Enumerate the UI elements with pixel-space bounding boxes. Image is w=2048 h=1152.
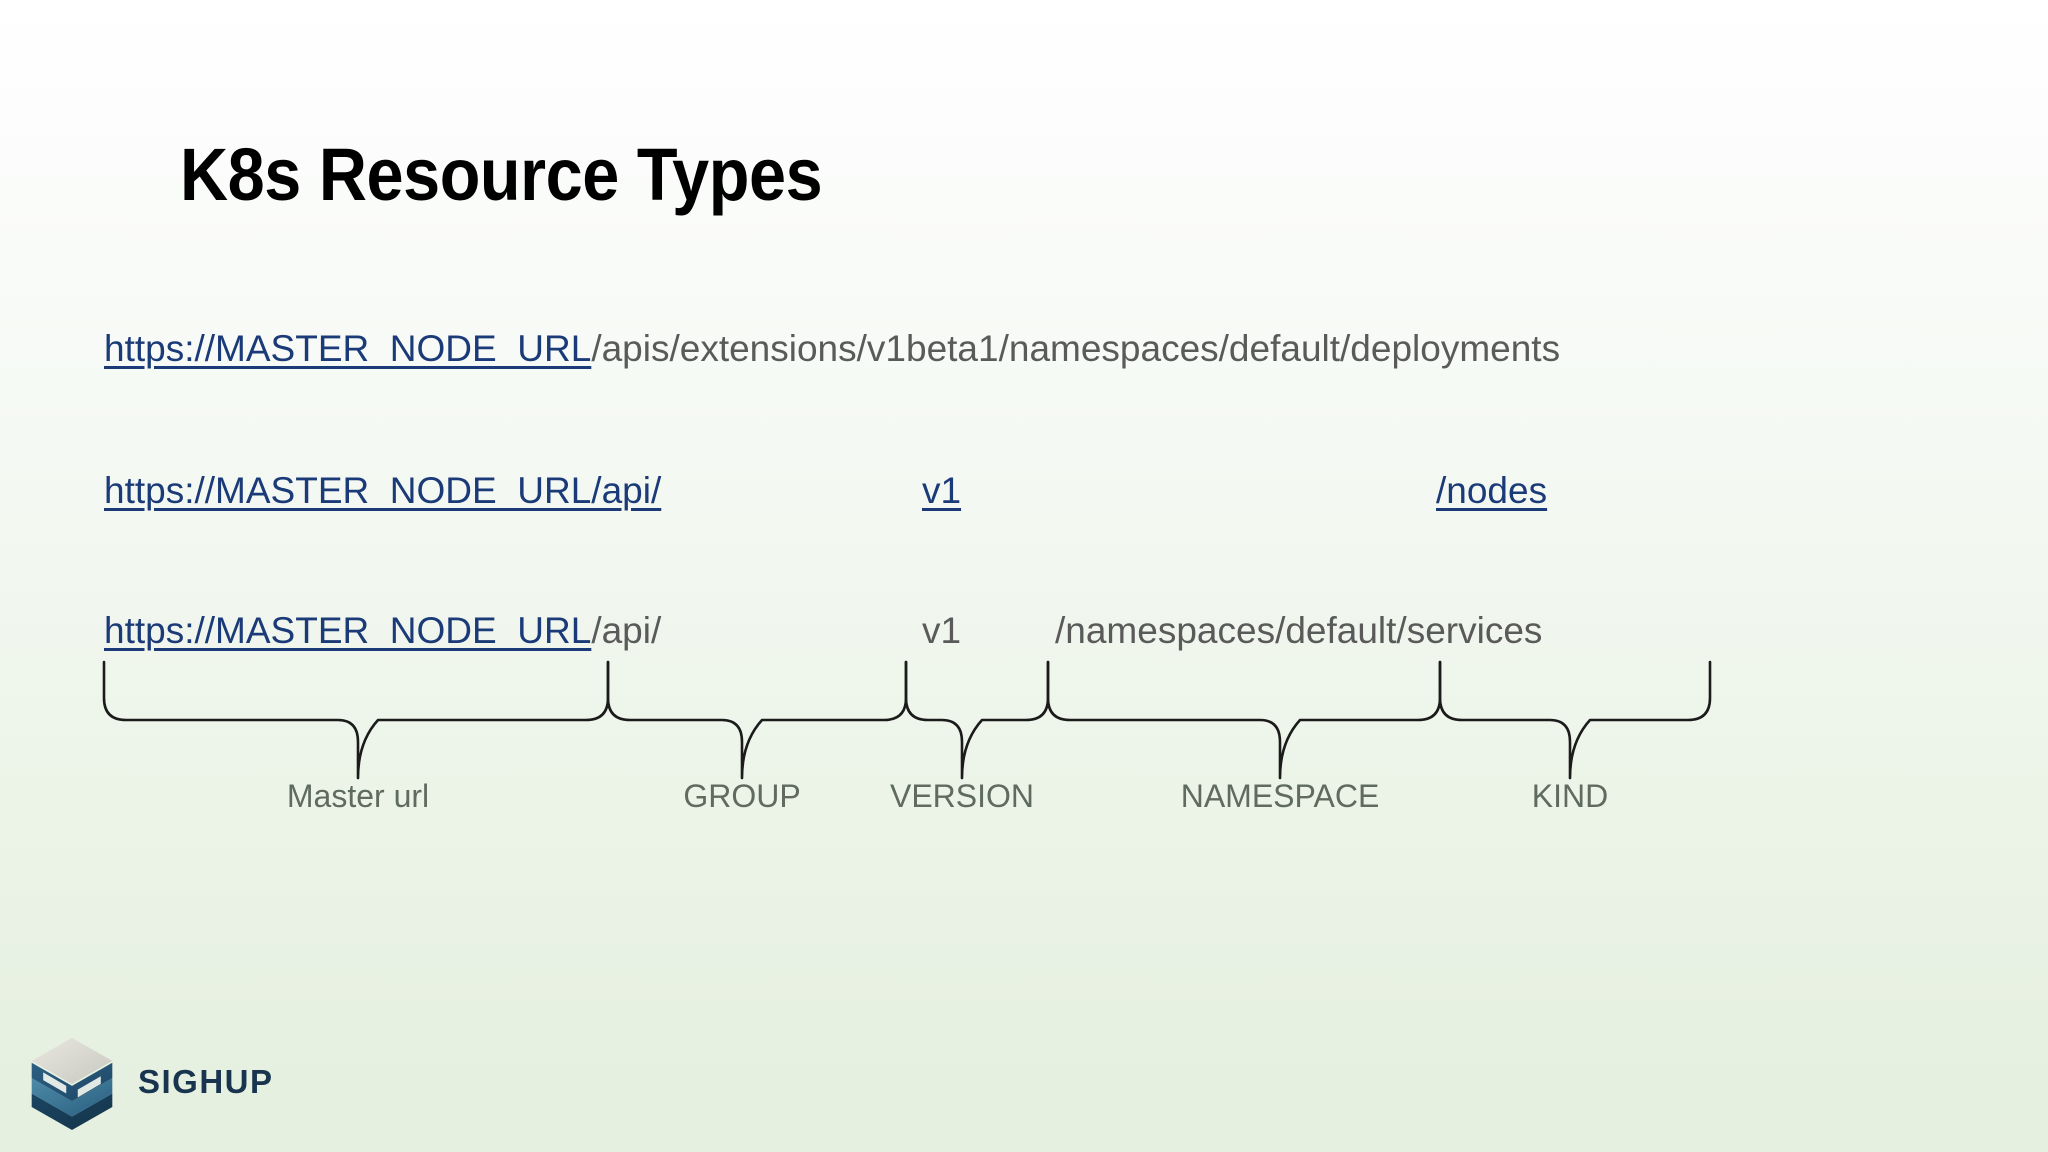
segment-label-group: GROUP [683,778,801,814]
namespace-kind-text: /namespaces/default/services [1055,610,1543,651]
segment-label-version: VERSION [889,778,1035,814]
braces-svg [102,660,1712,780]
kind-brace [1438,660,1712,780]
segment-label-master-url: Master url [286,778,430,814]
kind-nodes-link[interactable]: /nodes [1436,470,1548,511]
sighup-logo: SIGHUP [24,1032,274,1132]
segment-label-kind: KIND [1531,778,1609,814]
url-row-3-group: https://MASTER_NODE_URL/api/ [104,612,661,649]
master-url-link[interactable]: https://MASTER_NODE_URL [104,328,592,369]
namespace-brace [1046,660,1442,780]
sighup-stacked-layers-logo-icon [31,1037,113,1130]
master-url-api-link[interactable]: https://MASTER_NODE_URL/api/ [104,470,662,511]
page-title: K8s Resource Types [180,133,823,216]
sighup-wordmark: SIGHUP [138,1063,274,1100]
group-brace [606,660,908,780]
version-link[interactable]: v1 [922,470,962,511]
master-url-brace [102,660,610,780]
url-path-deployments: /apis/extensions/v1beta1/namespaces/defa… [591,328,1561,369]
url-row-1-group: https://MASTER_NODE_URL/apis/extensions/… [104,330,1560,367]
version-brace [904,660,1050,780]
version-text: v1 [922,610,962,651]
group-api-text: /api/ [591,610,662,651]
segment-label-namespace: NAMESPACE [1180,778,1380,814]
segment-braces [0,660,2048,780]
master-url-link-3[interactable]: https://MASTER_NODE_URL [104,610,592,651]
segment-label-row: Master url GROUP VERSION NAMESPACE KIND [0,780,2048,840]
